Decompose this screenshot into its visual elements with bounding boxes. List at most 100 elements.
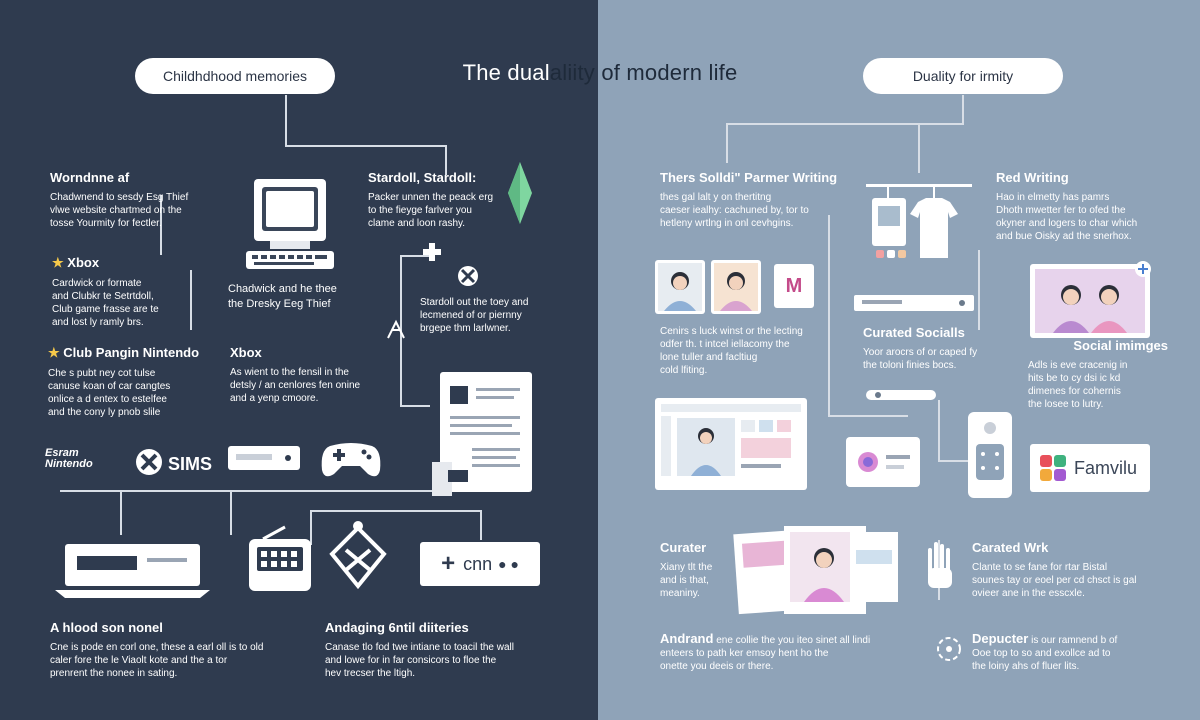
profile-tile	[711, 260, 761, 314]
block-social-images: Social imimges Adls is eve cracenig in h…	[1028, 338, 1168, 411]
connector	[190, 270, 192, 330]
right-panel: Duality for irmity Thers Solldi" Parmer …	[598, 0, 1200, 720]
connector	[230, 490, 232, 535]
connector	[480, 510, 482, 540]
block-title: A hlood son nonel	[50, 620, 163, 635]
block-title: Curated Socialls	[863, 325, 965, 340]
block-text: Cardwick or formate and Clubkr te Setrtd…	[52, 278, 159, 328]
connector	[962, 95, 964, 125]
connector	[160, 195, 162, 255]
page-title: The dualaliity of modern life	[462, 60, 738, 85]
block-curater: Curater Xiany tlt the and is that, meani…	[660, 540, 760, 600]
xbox-icon	[458, 266, 478, 286]
connector	[726, 123, 964, 125]
block-wonder: Worndnne af Chadwnend to sesdy Esg Thief…	[50, 170, 240, 230]
connector	[400, 405, 430, 407]
dots-icon: ● ●	[498, 556, 519, 572]
retro-computer-icon	[246, 179, 334, 269]
avatar-icon	[714, 263, 758, 311]
block-luck: Cenirs s luck winst or the lecting odfer…	[660, 325, 850, 377]
app-window	[655, 398, 807, 490]
app-grid-icon	[1040, 455, 1066, 481]
block-text: Andrand ene collie the you iteo sinet al…	[660, 631, 871, 672]
profile-app-icon	[661, 404, 801, 476]
block-title: Andaging 6ntil diiteries	[325, 620, 469, 635]
duality-pill: Duality for irmity	[863, 58, 1063, 94]
block-text: Depucter is our ramnend b of Ooe top to …	[972, 631, 1118, 672]
stacked-photos-icon	[733, 526, 898, 615]
block-title: Carated Wrk	[972, 540, 1049, 555]
block-xbox-1: ★ Xbox Cardwick or formate and Clubkr te…	[52, 255, 202, 329]
tv-letter: M	[785, 274, 803, 297]
connector	[120, 490, 122, 535]
connector	[285, 95, 287, 145]
connector	[445, 145, 447, 175]
hand-icon	[928, 542, 952, 588]
connector	[726, 123, 728, 163]
block-title: Xbox	[230, 345, 262, 360]
block-title: Stardoll, Stardoll:	[368, 170, 477, 185]
block-stardoll-2: Stardoll out the toey and lecmened of or…	[420, 296, 560, 335]
media-player-icon	[854, 295, 974, 311]
tv-tile: M	[774, 264, 814, 308]
info-icon	[937, 637, 961, 661]
left-panel: Childhdhood memories Worndnne af Chadwne…	[0, 0, 598, 720]
profile-tile	[655, 260, 705, 314]
xbox-logo-icon	[136, 449, 162, 475]
star-icon: ★	[48, 345, 64, 360]
connector	[938, 460, 988, 462]
connector	[285, 145, 445, 147]
block-text: Che s pubt ney cot tulse canuse koan of …	[48, 368, 171, 418]
block-chadwick: Chadwick and he thee the Dresky Eeg Thie…	[228, 282, 378, 312]
block-text: Chadwick and he thee the Dresky Eeg Thie…	[228, 283, 337, 310]
block-title: Curater	[660, 540, 707, 555]
block-title: ★ Xbox	[52, 255, 100, 270]
connector	[310, 510, 312, 545]
block-text: Chadwnend to sesdy Esg Thief vlwe websit…	[50, 192, 189, 229]
block-title: Depucter	[972, 631, 1029, 646]
block-depucter: Depucter is our ramnend b of Ooe top to …	[972, 632, 1172, 673]
block-text: Yoor arocrs of or caped fy the toloni fi…	[863, 347, 978, 371]
connector	[310, 510, 480, 512]
connector	[400, 255, 430, 257]
block-blood: A hlood son nonel Cne is pode en corl on…	[50, 620, 290, 680]
console-label: cnn	[463, 553, 493, 574]
block-club-penguin: ★ Club Pangin Nintendo Che s pubt ney co…	[48, 345, 218, 419]
radio-icon	[249, 525, 311, 591]
famvilu-card: Famvilu	[1030, 444, 1150, 492]
plumbob-icon	[508, 162, 532, 224]
block-text: Adls is eve cracenig in hits be to cy ds…	[1028, 360, 1128, 410]
block-title: Thers Solldi" Parmer Writing	[660, 170, 838, 185]
sims-logo: SIMS	[168, 454, 213, 474]
block-title: Social imimges	[1073, 338, 1168, 353]
block-text: Cne is pode en corl one, these a earl ol…	[50, 642, 264, 679]
block-title: Andrand	[660, 631, 714, 646]
photo-frame	[1030, 264, 1150, 338]
block-text: Stardoll out the toey and lecmened of or…	[420, 297, 529, 334]
nintendo-logo: Esram Nintendo	[45, 447, 93, 470]
block-xbox-2: Xbox As wient to the fensil in the detsl…	[230, 345, 390, 405]
block-stardoll: Stardoll, Stardoll: Packer unnen the pea…	[368, 170, 518, 230]
block-title: Red Writing	[996, 170, 1069, 185]
camera-card-icon	[846, 437, 920, 487]
block-title: Worndnne af	[50, 170, 130, 185]
gamepad-icon	[321, 443, 381, 477]
antenna-icon	[387, 319, 405, 339]
avatar-icon	[658, 263, 702, 311]
block-text: Canase tlo fod twe intiane to toacil the…	[325, 642, 514, 679]
connector	[978, 250, 980, 330]
block-title: ★ Club Pangin Nintendo	[48, 345, 200, 360]
block-text: Xiany tlt the and is that, meaniny.	[660, 562, 713, 599]
plus-icon: +	[441, 550, 456, 577]
plus-icon	[423, 243, 441, 261]
connector	[938, 400, 940, 460]
toy-icon	[329, 521, 387, 590]
connector	[918, 123, 920, 173]
add-icon	[1135, 261, 1151, 277]
clothes-rack-icon	[866, 184, 972, 258]
block-text: Hao in elmetty has pamrs Dhoth mwetter f…	[996, 192, 1138, 242]
connector	[828, 215, 830, 415]
console-icon	[228, 446, 300, 470]
famvilu-label: Famvilu	[1074, 457, 1138, 478]
block-andrand: Andrand ene collie the you iteo sinet al…	[660, 632, 910, 673]
